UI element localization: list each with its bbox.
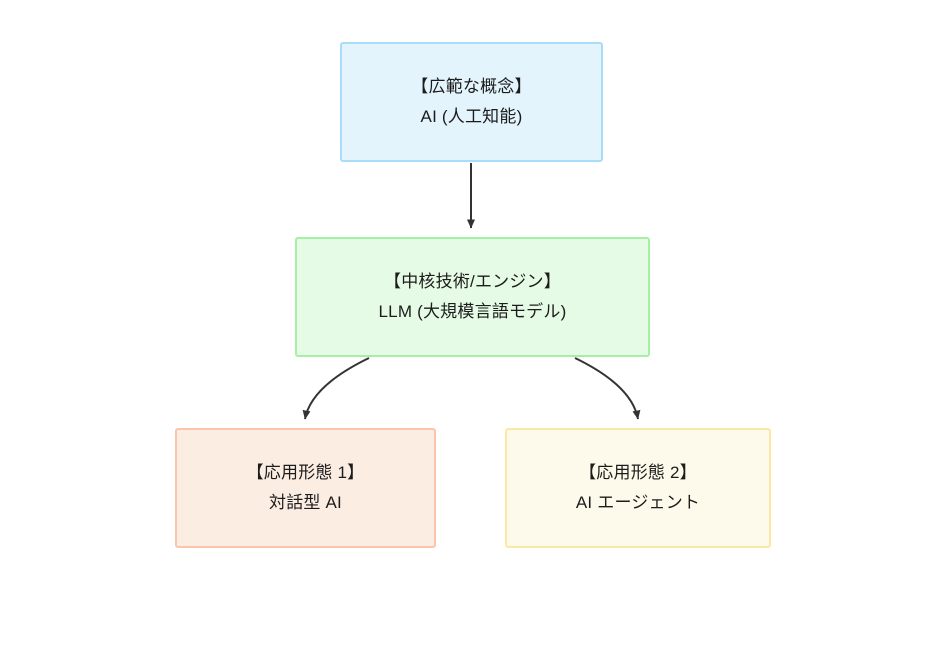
node-llm[interactable]: 【中核技術/エンジン】 LLM (大規模言語モデル) [295,237,650,357]
node-chat-ai-title: 【応用形態 1】 [246,463,365,483]
edge-llm-to-chat-ai [302,357,370,420]
node-chat-ai[interactable]: 【応用形態 1】 対話型 AI [175,428,436,548]
node-ai[interactable]: 【広範な概念】 AI (人工知能) [340,42,603,162]
node-ai-agent-title: 【応用形態 2】 [579,463,697,483]
node-chat-ai-subtitle: 対話型 AI [269,492,342,512]
edge-llm-to-ai-agent [574,357,641,420]
node-ai-subtitle: AI (人工知能) [420,106,523,126]
node-ai-agent-subtitle: AI エージェント [575,492,701,512]
node-llm-title: 【中核技術/エンジン】 [384,272,561,292]
node-ai-agent[interactable]: 【応用形態 2】 AI エージェント [505,428,771,548]
node-llm-subtitle: LLM (大規模言語モデル) [378,301,567,321]
node-ai-title: 【広範な概念】 [411,77,532,97]
